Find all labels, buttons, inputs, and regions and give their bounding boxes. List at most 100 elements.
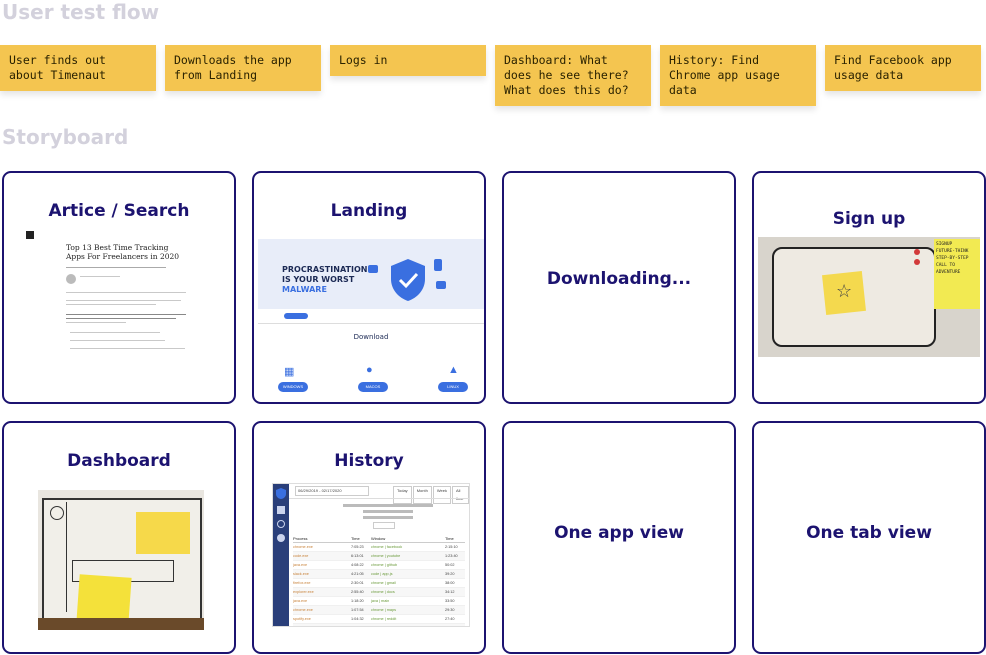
download-windows-button[interactable]: WINDOWS bbox=[278, 382, 308, 392]
history-table-cell: 2:30:01 bbox=[351, 581, 364, 585]
history-table-cell: chrome.exe bbox=[293, 545, 313, 549]
signup-note-line-3: STEP-BY-STEP bbox=[936, 256, 969, 261]
history-table-cell: java.exe bbox=[293, 599, 308, 603]
history-table-cell: chrome | mail bbox=[371, 624, 445, 626]
flow-step-6[interactable]: Find Facebook app usage data bbox=[825, 45, 981, 91]
sketch-note-top bbox=[136, 512, 190, 554]
history-table-cell: chrome | gmail bbox=[371, 581, 396, 585]
card-title-landing: Landing bbox=[330, 201, 408, 221]
signup-note-line-4: CALL TO ADVENTURE bbox=[936, 263, 961, 275]
flow-step-4[interactable]: Dashboard: What does he see there? What … bbox=[495, 45, 651, 106]
flow-step-1[interactable]: User finds out about Timenaut bbox=[0, 45, 156, 91]
windows-icon: ▦ bbox=[284, 366, 295, 378]
flow-step-5[interactable]: History: Find Chrome app usage data bbox=[660, 45, 816, 106]
card-title-one-tab: One tab view bbox=[806, 523, 932, 543]
flow-step-3[interactable]: Logs in bbox=[330, 45, 486, 76]
history-table-cell: 34:12 bbox=[445, 590, 455, 594]
article-headline: Top 13 Best Time Tracking Apps For Freel… bbox=[66, 243, 180, 261]
history-table-cell: chrome | docs bbox=[371, 590, 395, 594]
history-column-header: Time bbox=[351, 536, 360, 541]
history-table-cell: java | main bbox=[371, 599, 390, 603]
download-macos-button[interactable]: MACOS bbox=[358, 382, 388, 392]
history-table-cell: 1:00:00 bbox=[351, 624, 371, 626]
sketch-sidebar bbox=[46, 502, 67, 612]
signup-note: SIGNUP FUTURE-THINK STEP-BY-STEP CALL TO… bbox=[934, 239, 980, 309]
hero-cta-button[interactable] bbox=[284, 313, 308, 319]
history-table-cell: 29:30 bbox=[445, 608, 455, 612]
history-table-row[interactable]: chrome.exe 1:07:54 chrome | maps 29:30 bbox=[293, 606, 465, 615]
history-table-cell: slack.exe bbox=[293, 572, 309, 576]
red-dot-icon bbox=[914, 249, 920, 255]
history-table-cell: chrome | reddit bbox=[371, 617, 397, 621]
history-table-cell: chrome | maps bbox=[371, 608, 397, 612]
clock-icon[interactable] bbox=[277, 520, 285, 528]
apple-icon: ● bbox=[366, 364, 373, 376]
history-table-cell: code | app.js bbox=[371, 572, 393, 576]
phone-icon bbox=[434, 259, 442, 271]
gear-icon[interactable] bbox=[277, 534, 285, 542]
date-range-input[interactable]: 06/29/2019 - 02/17/2020 bbox=[295, 486, 369, 496]
history-table-cell: 38:00 bbox=[445, 581, 455, 585]
history-table: Process Time Window Time chrome.exe 7:05:23 ch… bbox=[293, 536, 465, 626]
storyboard-card-article[interactable]: Artice / Search Top 13 Best Time Trackin… bbox=[2, 171, 236, 404]
history-column-header: Process bbox=[293, 536, 308, 541]
range-tab[interactable]: All time bbox=[451, 486, 469, 504]
hero-line-1: PROCRASTINATION bbox=[282, 265, 368, 274]
linux-icon: ▲ bbox=[448, 364, 459, 376]
storyboard-card-one-tab[interactable]: One tab view bbox=[752, 421, 986, 654]
shield-logo-icon bbox=[276, 488, 286, 499]
history-column-header: Time bbox=[445, 536, 454, 541]
history-table-cell: 39:20 bbox=[445, 572, 455, 576]
range-tab[interactable]: Month bbox=[412, 486, 432, 504]
storyboard-card-one-app[interactable]: One app view bbox=[502, 421, 736, 654]
hero-line-3: MALWARE bbox=[282, 285, 327, 294]
shield-icon bbox=[391, 259, 425, 301]
history-table-cell: chrome | youtube bbox=[371, 554, 401, 558]
history-table-cell: 33:50 bbox=[445, 599, 455, 603]
history-table-cell: 27:40 bbox=[445, 617, 455, 621]
user-test-flow-title: User test flow bbox=[2, 0, 160, 24]
history-table-cell: spotify.exe bbox=[293, 617, 311, 621]
hero-line-2: IS YOUR WORST bbox=[282, 275, 355, 284]
red-dot-icon-2 bbox=[914, 259, 920, 265]
card-title-one-app: One app view bbox=[554, 523, 684, 543]
star-icon: ☆ bbox=[836, 281, 853, 301]
download-linux-button[interactable]: LINUX bbox=[438, 382, 468, 392]
history-table-row[interactable]: spotify.exe 1:04:32 chrome | reddit 27:40 bbox=[293, 615, 465, 624]
history-table-cell: 7:05:23 bbox=[351, 545, 364, 549]
range-tab[interactable]: Week bbox=[432, 486, 451, 504]
history-table-cell: code.exe bbox=[293, 554, 309, 558]
card-title-article: Artice / Search bbox=[48, 201, 190, 221]
grid-icon[interactable] bbox=[277, 506, 285, 514]
history-table-cell: chrome | facebook bbox=[371, 545, 403, 549]
storyboard-card-downloading[interactable]: Downloading... bbox=[502, 171, 736, 404]
history-table-cell: 2:55:40 bbox=[351, 590, 364, 594]
history-table-cell: java.exe bbox=[293, 563, 308, 567]
device-icon bbox=[368, 265, 378, 273]
history-table-cell: chrome.exe bbox=[293, 608, 313, 612]
flow-step-2[interactable]: Downloads the app from Landing bbox=[165, 45, 321, 91]
sketch-avatar bbox=[50, 506, 64, 520]
history-table-cell: 6:13:01 bbox=[351, 554, 364, 558]
history-table-cell: 1:04:32 bbox=[351, 617, 364, 621]
storyboard-card-landing[interactable]: Landing PROCRASTINATION IS YOUR WORST MA… bbox=[252, 171, 486, 404]
storyboard-card-dashboard[interactable]: Dashboard bbox=[2, 421, 236, 654]
author-avatar bbox=[66, 274, 76, 284]
storyboard-card-signup[interactable]: Sign up ☆ SIGNUP FUTURE-THINK STEP-BY-ST… bbox=[752, 171, 986, 404]
history-table-row[interactable]: explorer.exe 2:55:40 chrome | docs 34:12 bbox=[293, 588, 465, 597]
history-column-header: Window bbox=[371, 536, 386, 541]
history-table-cell: explorer.exe bbox=[293, 590, 314, 594]
range-tab[interactable]: Today bbox=[393, 486, 412, 504]
history-table-cell: 1:07:54 bbox=[351, 608, 364, 612]
history-table-cell: discord.exe bbox=[293, 624, 351, 626]
